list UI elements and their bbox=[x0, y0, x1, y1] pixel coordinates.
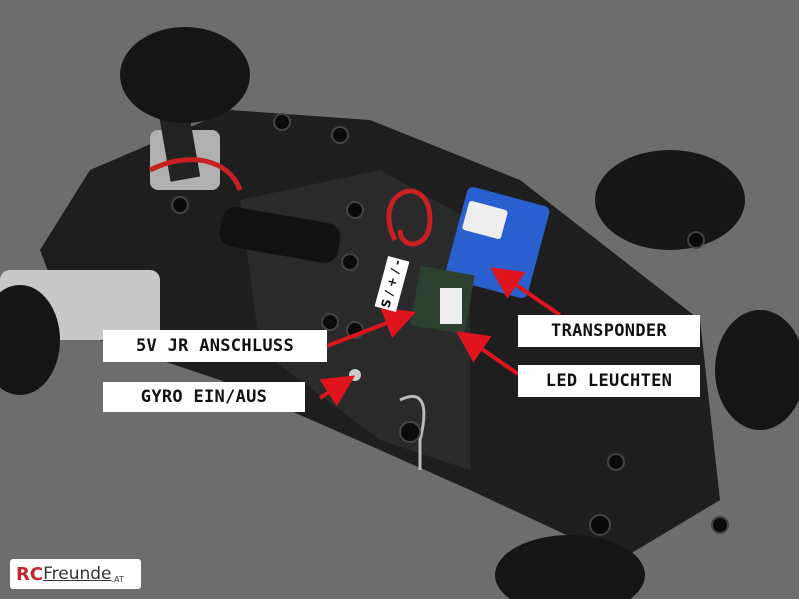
logo-rc: RC bbox=[16, 563, 44, 585]
logo-tld: .AT bbox=[111, 574, 124, 584]
label-led: LED LEUCHTEN bbox=[518, 365, 700, 397]
rcfreunde-logo: RC Freunde .AT bbox=[10, 559, 141, 589]
logo-name: Freunde bbox=[43, 564, 112, 584]
label-jr-connector: 5V JR ANSCHLUSS bbox=[103, 330, 327, 362]
label-transponder: TRANSPONDER bbox=[518, 315, 700, 347]
annotation-arrows bbox=[318, 267, 562, 407]
label-gyro-switch: GYRO EIN/AUS bbox=[103, 382, 305, 412]
tires bbox=[0, 27, 799, 599]
